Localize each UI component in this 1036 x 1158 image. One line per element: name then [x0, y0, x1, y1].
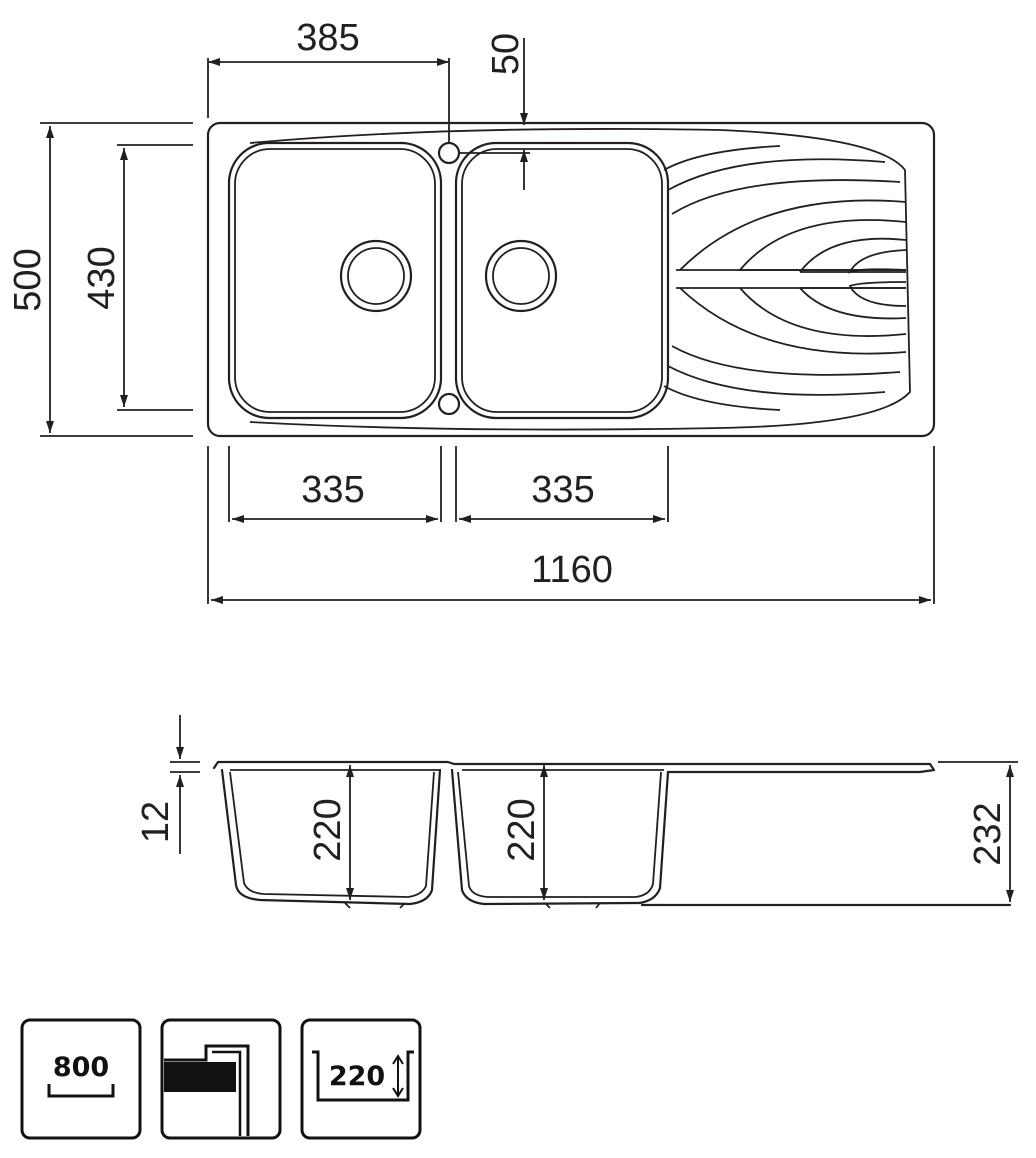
- top-view: 385 50 500 430 335 335 1160: [7, 17, 936, 604]
- dim-right-bowl-height: 220: [501, 798, 543, 861]
- dim-overall-depth: 500: [7, 248, 49, 311]
- inset-mounting-icon: [160, 1018, 282, 1140]
- inner-rim: [249, 128, 911, 431]
- right-bowl: [454, 141, 670, 420]
- dim-bowl-depth: 430: [81, 246, 123, 309]
- dim-right-bowl-width: 335: [531, 469, 594, 511]
- sink-outline: [206, 121, 936, 438]
- dim-left-bowl-width: 335: [301, 469, 364, 511]
- dim-tap-position: 385: [296, 17, 359, 59]
- svg-text:800: 800: [53, 1052, 109, 1083]
- right-drain: [484, 239, 558, 313]
- bowl-depth-icon: 220: [300, 1018, 422, 1140]
- min-cabinet-icon: 800: [20, 1018, 142, 1140]
- side-view: 12 220 220 232: [135, 715, 1018, 909]
- overflow-hole-bottom: [437, 392, 461, 416]
- svg-text:220: 220: [329, 1061, 385, 1092]
- left-bowl: [227, 141, 443, 420]
- drainer-grooves: [663, 145, 907, 411]
- dim-overall-width: 1160: [531, 549, 613, 591]
- tap-hole-top: [437, 141, 461, 165]
- left-drain: [339, 239, 413, 313]
- dim-left-bowl-height: 220: [307, 798, 349, 861]
- side-profile: [212, 760, 936, 774]
- dim-total-height: 232: [967, 802, 1009, 865]
- dim-tap-offset: 50: [485, 33, 527, 75]
- dim-rim-thickness: 12: [135, 801, 177, 843]
